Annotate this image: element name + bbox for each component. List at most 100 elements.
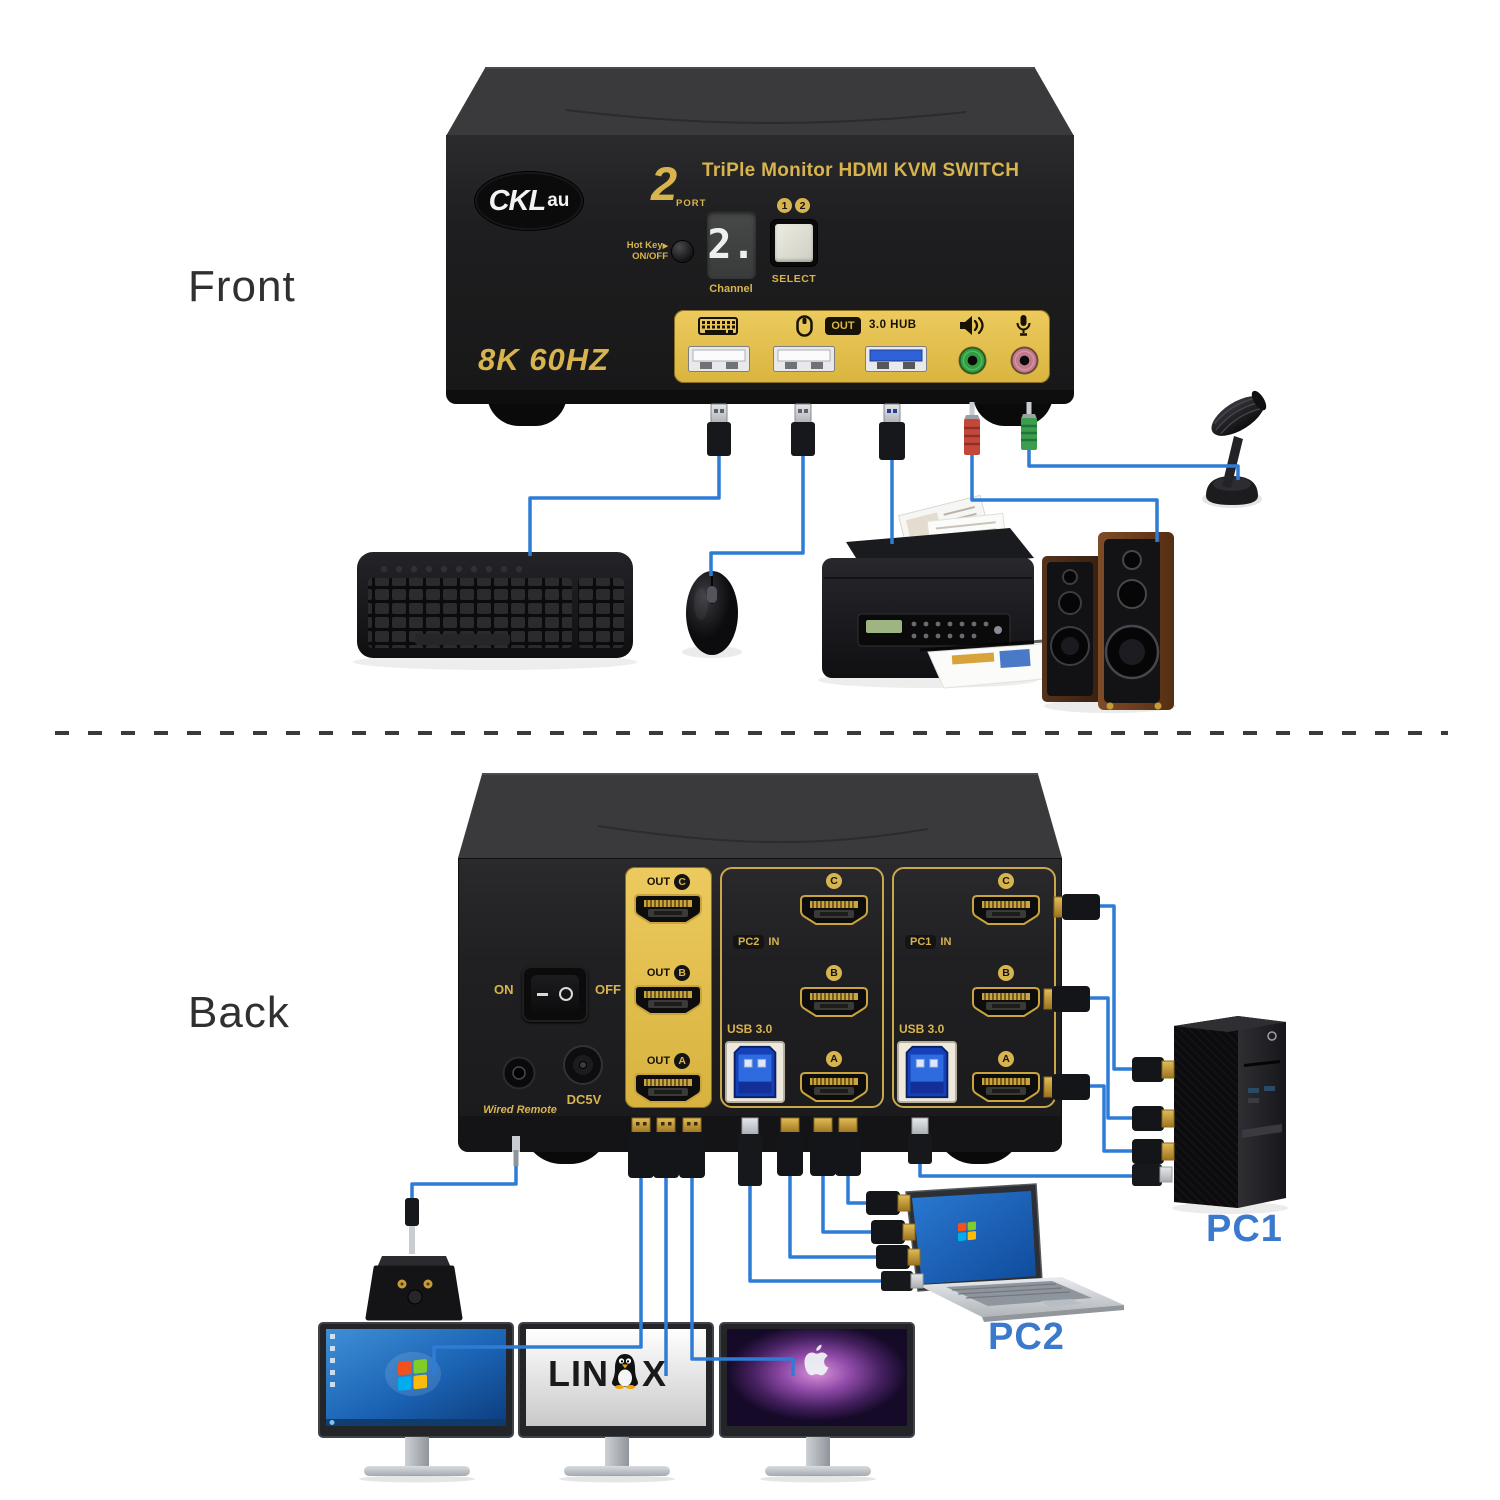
cable-speakers [970, 452, 1159, 542]
hotkey-label: Hot Key▶ ON/OFF [626, 240, 668, 263]
cable-microphone [1027, 448, 1240, 480]
monitor-windows [318, 1322, 514, 1483]
product-title: TriPle Monitor HDMI KVM SWITCH [702, 160, 1020, 181]
hub-label: 3.0 HUB [869, 319, 917, 331]
indicator-2: 2 [795, 198, 810, 213]
penguin-icon [612, 1354, 638, 1389]
pc2-port-b-letter: B [826, 965, 842, 981]
pc2-laptop [905, 1183, 1124, 1322]
pc1-port-b-letter: B [998, 965, 1014, 981]
pc2-input-zone: C PC2 IN B USB 3.0 A [720, 867, 884, 1108]
brand-text-suffix: au [547, 190, 570, 211]
linux-text-right: X [642, 1353, 666, 1394]
keyboard-usb-plug [707, 403, 731, 456]
speaker-audio-plug-red [964, 402, 980, 455]
cable-pc1-usb [918, 1163, 1134, 1178]
pc2-port-a-letter: A [826, 1051, 842, 1067]
cable-pc1-hdmi-b [1088, 996, 1134, 1120]
wired-remote-plug [405, 1136, 520, 1254]
monitor-out-column: OUT C OUT B OUT A [625, 867, 712, 1108]
hotkey-button [672, 241, 693, 262]
keyboard [353, 552, 637, 670]
monitor-hdmi-plugs [628, 1117, 705, 1178]
pc1-in-label: PC1 IN [905, 935, 951, 949]
pc2-caption: PC2 [988, 1316, 1065, 1358]
keyboard-icon [698, 317, 738, 335]
dc-power-jack [563, 1045, 603, 1085]
select-label: SELECT [771, 273, 817, 285]
power-on-label: ON [494, 982, 514, 997]
wired-remote-jack [502, 1056, 536, 1090]
front-port-strip: OUT 3.0 HUB [674, 310, 1050, 383]
mic-icon [1016, 315, 1031, 336]
cable-pc2-hdmi-3 [788, 1176, 878, 1259]
apple-logo-icon [804, 1344, 829, 1376]
front-top-face [446, 67, 1074, 136]
front-bottom-edge [446, 390, 1074, 404]
wired-remote-label: Wired Remote [483, 1104, 557, 1116]
front-section-label: Front [188, 262, 296, 311]
cable-monitor-windows [432, 1176, 643, 1376]
pc1-usb-label: USB 3.0 [899, 1022, 945, 1036]
cable-pc2-hdmi-1 [846, 1176, 868, 1205]
indicator-1: 1 [777, 198, 792, 213]
printer-usb3-plug [879, 403, 905, 460]
pc2-bottom-plugs [738, 1117, 861, 1186]
kvm-switch-front-view: CKL au 2 PORT TriPle Monitor HDMI KVM SW… [446, 64, 1074, 404]
cable-pc2-usb [748, 1186, 883, 1283]
dc-power-label: DC5V [566, 1092, 602, 1107]
brand-logo: CKL au [475, 172, 583, 230]
out-c-label: OUT C [625, 874, 712, 890]
out-b-label: OUT B [625, 965, 712, 981]
brand-text-main: CKL [488, 184, 547, 217]
resolution-badge: 8K 60HZ [478, 342, 610, 377]
cable-mouse [709, 454, 805, 576]
pc1-port-c-letter: C [998, 873, 1014, 889]
port-count-numeral: 2 [651, 157, 678, 210]
printer [818, 494, 1055, 689]
linux-text-left: LIN [548, 1353, 609, 1394]
cable-pc1-hdmi-c [1098, 904, 1134, 1071]
cable-pc1-hdmi-a [1088, 1084, 1134, 1153]
out-badge: OUT [825, 317, 861, 335]
monitor-apple [719, 1322, 915, 1483]
power-rocker-switch [522, 966, 588, 1022]
power-dash-mark [536, 992, 548, 996]
out-a-label: OUT A [625, 1053, 712, 1069]
pc1-bottom-usb-plug [908, 1117, 932, 1164]
speakers [1042, 532, 1176, 713]
cable-pc2-hdmi-2 [821, 1176, 873, 1234]
select-indicators: 1 2 [777, 198, 810, 213]
kvm-switch-back-view: ON OFF OUT C OUT B OUT A [458, 768, 1062, 1152]
mouse-icon [796, 315, 813, 337]
pc1-tower-plugs [1132, 1057, 1175, 1186]
cable-monitor-apple [690, 1176, 795, 1376]
back-top-face [458, 773, 1062, 858]
pc1-tower [1172, 1016, 1288, 1214]
power-circle-mark [559, 987, 574, 1001]
mouse [682, 571, 742, 658]
speaker-icon [960, 316, 984, 335]
channel-label: Channel [709, 283, 753, 295]
mic-audio-plug-green [1021, 402, 1037, 450]
select-button [771, 220, 817, 266]
power-off-label: OFF [595, 982, 621, 997]
pc2-in-label: PC2 IN [733, 935, 779, 949]
channel-display: 2. [707, 211, 756, 279]
microphone [1202, 390, 1267, 508]
wired-remote [365, 1256, 463, 1321]
pc2-laptop-plugs [866, 1191, 924, 1291]
pc1-side-hdmi-plugs [1043, 894, 1100, 1100]
hotkey-arrow-icon: ▶ [662, 243, 668, 250]
port-word: PORT [676, 198, 707, 209]
cable-keyboard [528, 452, 721, 556]
pc2-usb-label: USB 3.0 [727, 1022, 773, 1036]
back-section-label: Back [188, 988, 290, 1037]
cable-wired-remote [410, 1164, 518, 1200]
pc1-port-a-letter: A [998, 1051, 1014, 1067]
pc1-caption: PC1 [1206, 1208, 1283, 1250]
mouse-usb-plug [791, 403, 815, 456]
